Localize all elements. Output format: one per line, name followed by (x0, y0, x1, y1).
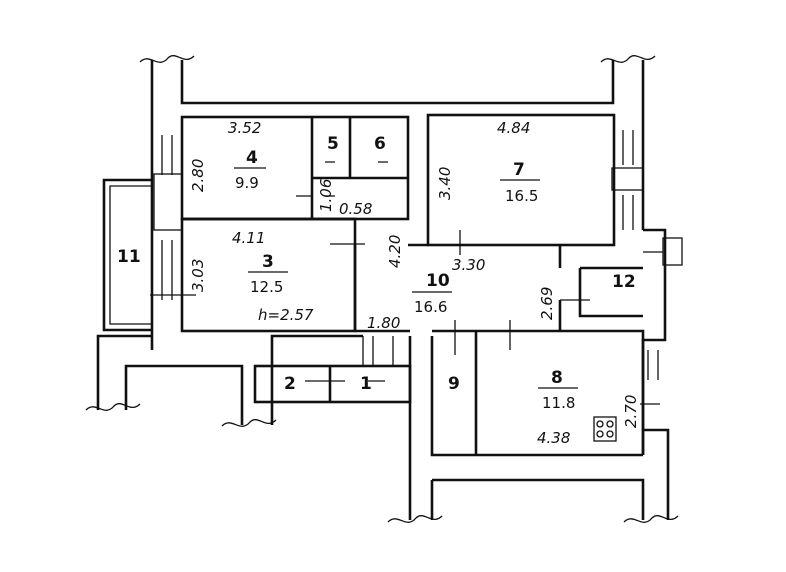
room-3-height: h=2.57 (258, 306, 314, 324)
room-12-number: 12 (612, 272, 636, 292)
room-8-area: 11.8 (542, 394, 575, 412)
dim-hall-depth: 4.20 (386, 235, 404, 268)
room-3-area: 12.5 (250, 278, 283, 296)
dim-room7-depth: 3.40 (436, 167, 454, 200)
room-3-number: 3 (262, 252, 274, 272)
room-1-number: 1 (360, 374, 372, 394)
dim-room7-width: 4.84 (497, 119, 530, 137)
stove-icon (593, 416, 617, 442)
room-5-number: 5 (327, 134, 339, 154)
dim-niche-width: 0.58 (339, 200, 372, 218)
room-6-number: 6 (374, 134, 386, 154)
dim-room8-depth: 2.70 (622, 395, 640, 428)
outer-walls (85, 55, 679, 523)
dim-room8-width: 4.38 (537, 429, 570, 447)
room-8-number: 8 (551, 368, 563, 388)
dim-room3-width: 4.11 (232, 229, 265, 247)
room-7-area: 16.5 (505, 187, 538, 205)
room-10-area: 16.6 (414, 298, 447, 316)
interior-walls (180, 113, 645, 455)
room-11-number: 11 (117, 247, 141, 267)
vent-box (643, 237, 683, 266)
dim-room4-width: 3.52 (228, 119, 261, 137)
room-4-area: 9.9 (235, 174, 259, 192)
room-10-number: 10 (426, 271, 450, 291)
dim-room3-depth: 3.03 (189, 259, 207, 292)
room-9-number: 9 (448, 374, 460, 394)
room-2-number: 2 (284, 374, 296, 394)
room-7-number: 7 (513, 160, 525, 180)
room-4-number: 4 (246, 148, 258, 168)
dim-hall-right: 2.69 (538, 287, 556, 320)
door-markers (150, 161, 660, 405)
balcony (102, 178, 152, 332)
dim-hall-width: 3.30 (452, 256, 485, 274)
windows (153, 130, 659, 380)
dim-niche-depth: 1.06 (317, 179, 335, 212)
dim-corridor-width: 1.80 (367, 314, 400, 332)
dim-room4-depth: 2.80 (189, 159, 207, 192)
